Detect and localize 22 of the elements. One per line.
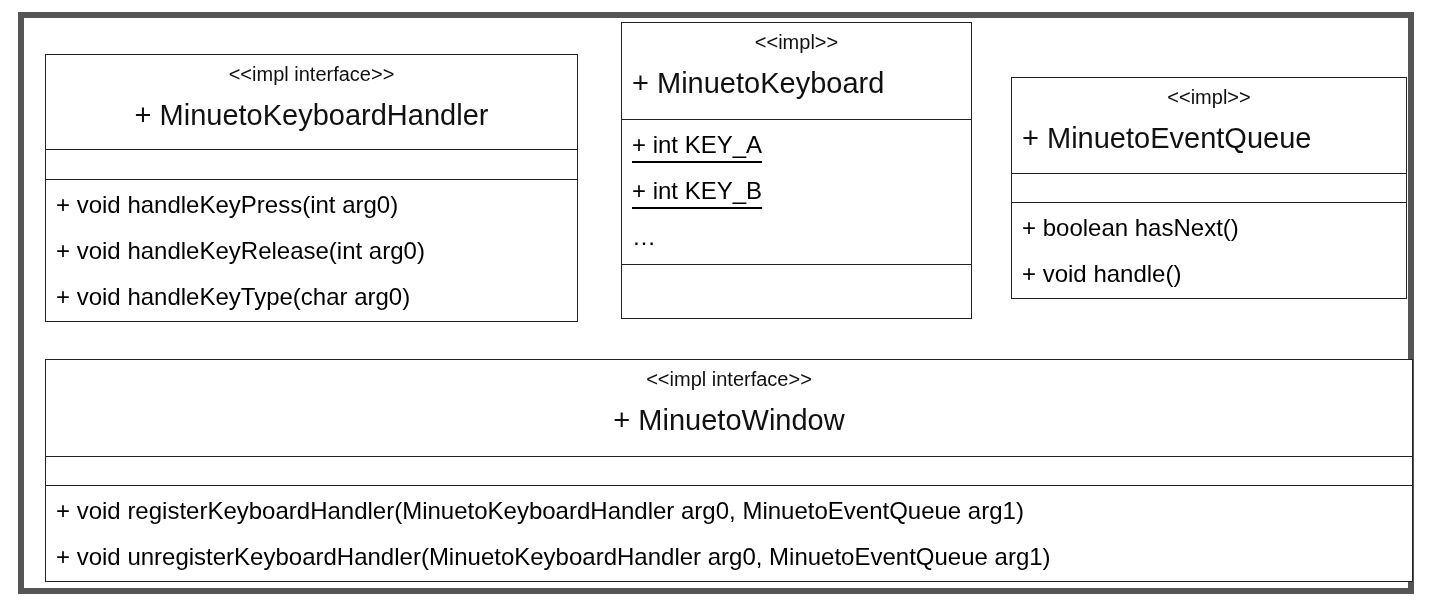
- class-member: + int KEY_A: [632, 130, 763, 160]
- class-member: + void handleKeyRelease(int arg0): [56, 236, 425, 266]
- class-name: + MinuetoWindow: [613, 404, 845, 437]
- stereotype-label: <<impl>>: [1167, 86, 1251, 109]
- class-member: …: [632, 222, 656, 252]
- class-member: + boolean hasNext(): [1022, 213, 1239, 243]
- stereotype-label: <<impl interface>>: [228, 63, 395, 86]
- stereotype-label: <<impl interface>>: [646, 368, 812, 391]
- class-name: + MinuetoKeyboardHandler: [134, 99, 489, 132]
- class-name: + MinuetoEventQueue: [1022, 122, 1312, 155]
- class-member: + void unregisterKeyboardHandler(MinuetoKeyboardHandler arg0, MinuetoEventQueue arg1): [56, 542, 1051, 572]
- class-box: [45, 54, 578, 322]
- class-member: + void registerKeyboardHandler(MinuetoKeyboardHandler arg0, MinuetoEventQueue arg1): [56, 496, 1024, 526]
- class-member: + int KEY_B: [632, 176, 763, 206]
- class-box: [621, 22, 972, 319]
- class-box: [1011, 77, 1407, 299]
- class-name: + MinuetoKeyboard: [632, 67, 885, 100]
- class-member: + void handle(): [1022, 259, 1182, 289]
- class-box: [45, 359, 1413, 582]
- stereotype-label: <<impl>>: [754, 31, 839, 54]
- class-member: + void handleKeyPress(int arg0): [56, 190, 399, 220]
- class-member: + void handleKeyType(char arg0): [56, 282, 411, 312]
